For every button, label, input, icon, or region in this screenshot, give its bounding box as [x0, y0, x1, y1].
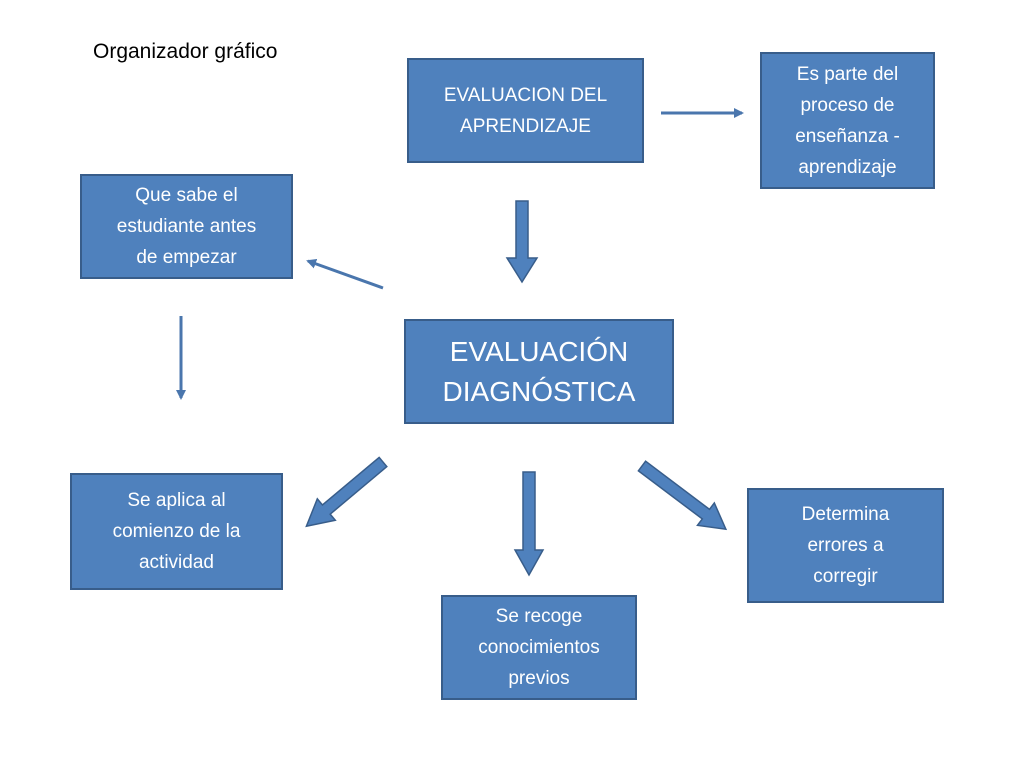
slide-title: Organizador gráfico [93, 40, 278, 63]
node-que-sabe: Que sabe el estudiante antes de empezar [80, 174, 293, 279]
node-evaluacion-aprendizaje: EVALUACION DEL APRENDIZAJE [407, 58, 644, 163]
block-arrow-to-determina [637, 460, 728, 531]
node-determina: Determina errores a corregir [747, 488, 944, 603]
node-se-aplica: Se aplica al comienzo de la actividad [70, 473, 283, 590]
node-evaluacion-diagnostica: EVALUACIÓN DIAGNÓSTICA [404, 319, 674, 424]
block-arrow-to-se-aplica [305, 456, 388, 528]
block-arrow-to-se-recoge [513, 471, 545, 577]
node-se-recoge: Se recoge conocimientos previos [441, 595, 637, 700]
block-arrow-to-diagnostica [505, 200, 539, 284]
arrow-to-que-sabe [306, 259, 384, 290]
node-proceso-ensenanza: Es parte del proceso de enseñanza - apre… [760, 52, 935, 189]
